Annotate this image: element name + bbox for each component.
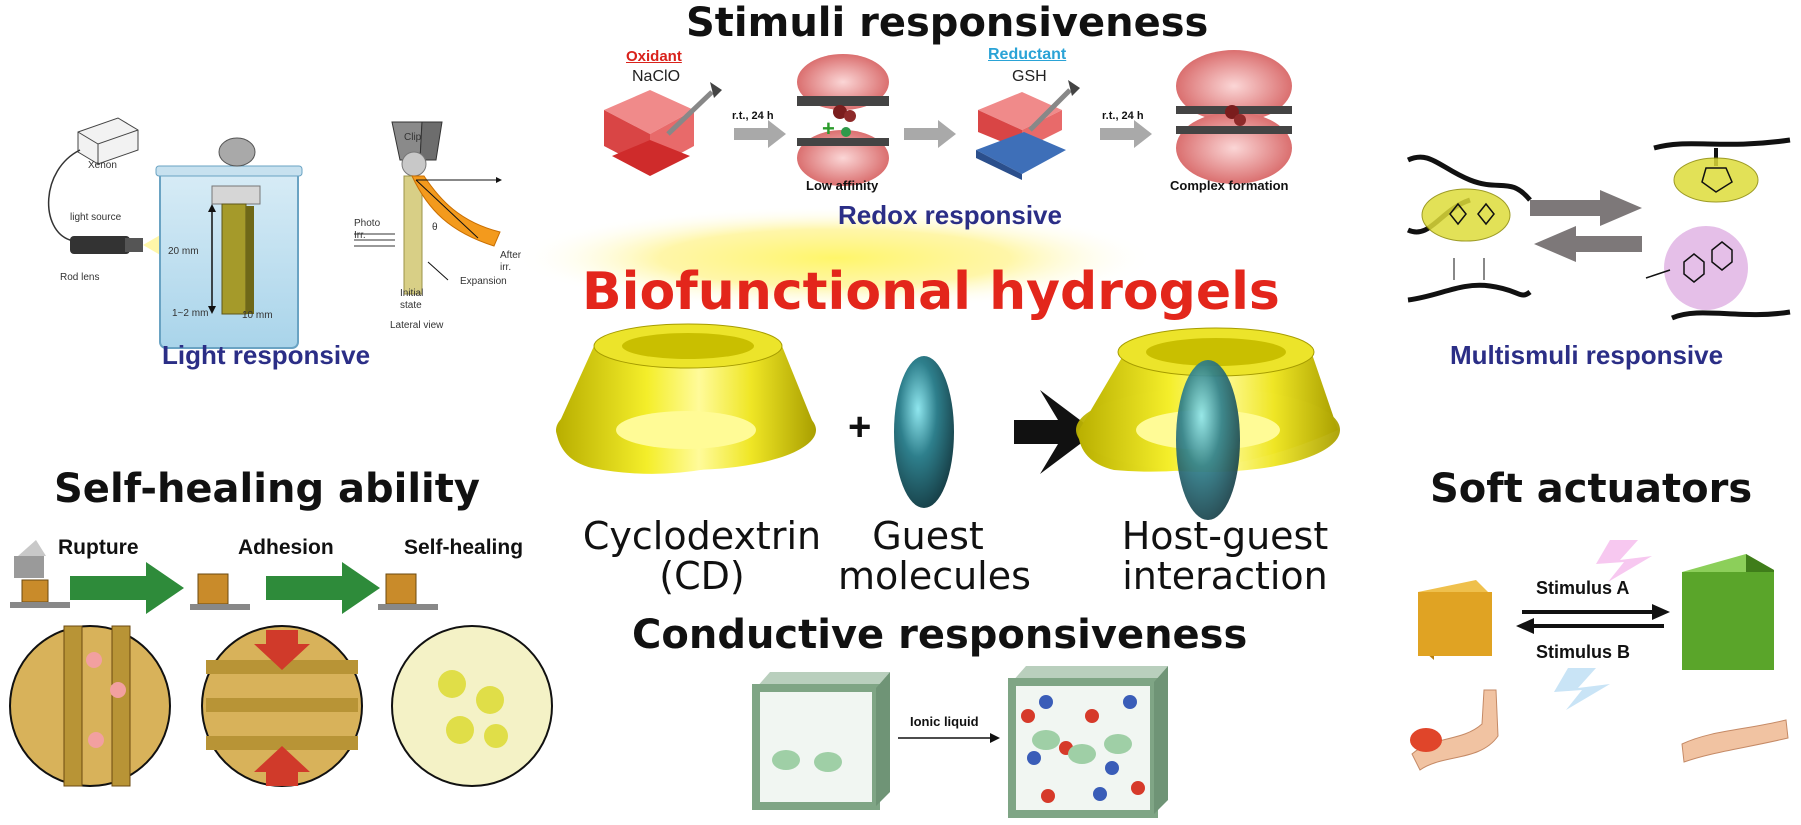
complex-formation-label: Complex formation [1170,178,1289,193]
ionic-liquid-label: Ionic liquid [910,714,979,729]
redox-illustration: + [604,50,1292,186]
cyclodextrin-line2: (CD) [659,554,745,598]
title-glow [515,206,1155,310]
host-guest-complex [1076,327,1340,520]
cyclodextrin-line1: Cyclodextrin [582,514,822,558]
host-guest-label: Host-guest interaction [1106,516,1344,596]
plus-operator: + [848,405,871,449]
thickness-label: 1~2 mm [172,308,209,319]
initial-label: Initial [400,288,424,299]
guest-line2: molecules [838,554,1031,598]
redox-responsive-label: Redox responsive [838,200,1062,230]
naclo-label: NaClO [632,68,681,85]
reductant-label: Reductant [988,46,1067,63]
stimulus-b-label: Stimulus B [1536,642,1631,662]
conductive-illustration [752,666,1168,818]
guest-molecules-label: Guest molecules [838,514,1031,598]
irr-label: Irr. [354,230,366,241]
soft-actuators-title: Soft actuators [1430,466,1753,512]
self-healing-illustration [9,540,553,787]
self-healing-step-label: Self-healing [404,536,524,559]
cyclodextrin-label: Cyclodextrin (CD) [582,516,822,596]
main-title: Biofunctional hydrogels [582,262,1280,322]
low-affinity-label: Low affinity [806,178,879,193]
light-source-label: light source [70,212,122,223]
length-20mm-label: 20 mm [168,246,199,257]
after-label: After [500,250,522,261]
stimulus-a-label: Stimulus A [1536,578,1630,598]
clip-label: Clip [404,132,422,143]
adhesion-label: Adhesion [238,536,334,559]
rupture-label: Rupture [58,536,139,559]
light-lateral-illustration [354,121,502,295]
state-label: state [400,300,422,311]
reaction-arrow [1014,390,1096,474]
guest-line1: Guest [872,514,984,558]
cd-ring [556,323,816,474]
self-healing-title: Self-healing ability [54,466,480,512]
rt-label-1: r.t., 24 h [732,110,774,122]
multistimuli-illustration [1406,137,1791,321]
xenon-label: Xenon [88,160,117,171]
photo-label: Photo [354,218,381,229]
rod-lens-label: Rod lens [60,272,100,283]
lateral-view-label: Lateral view [390,320,444,331]
light-responsive-label: Light responsive [162,340,371,370]
host-guest-line1: Host-guest [1121,514,1329,558]
guest-molecule [894,356,954,508]
expansion-label: Expansion [460,276,507,287]
redox-plus-sign: + [822,116,835,141]
conductive-title: Conductive responsiveness [632,612,1248,658]
after-irr-label: irr. [500,262,512,273]
theta-label: θ [432,222,438,233]
rt-label-2: r.t., 24 h [1102,110,1144,122]
light-beaker-illustration [48,117,303,349]
multistimuli-label: Multismuli responsive [1450,340,1724,370]
gsh-label: GSH [1012,68,1047,85]
host-guest-line2: interaction [1122,554,1328,598]
actuators-illustration [1410,540,1789,771]
oxidant-label: Oxidant [626,48,682,65]
width-10mm-label: 10 mm [242,310,273,321]
stimuli-title: Stimuli responsiveness [686,0,1209,46]
